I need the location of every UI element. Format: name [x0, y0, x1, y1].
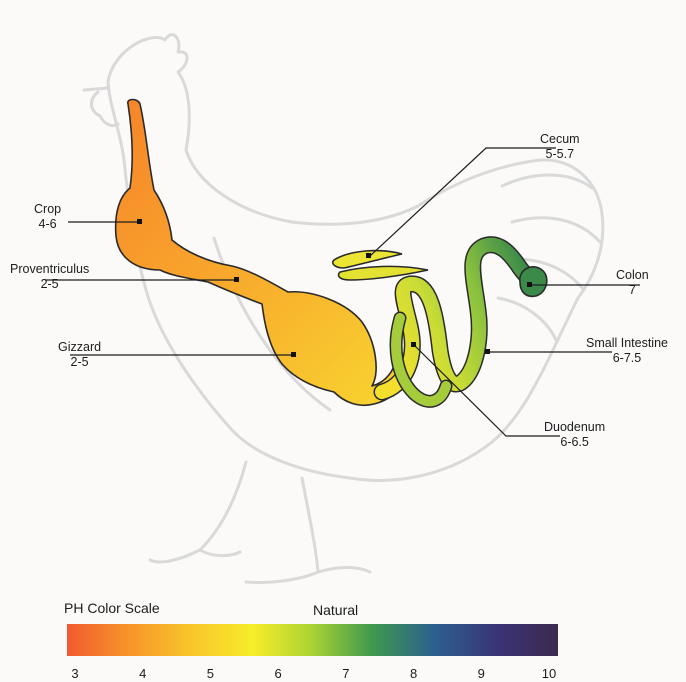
cecum-name: Cecum: [540, 132, 580, 147]
colon-label: Colon 7: [616, 268, 649, 298]
gizzard-ph: 2-5: [58, 355, 101, 370]
proventriculus-name: Proventriculus: [10, 262, 89, 277]
ph-scale-neutral-label: Natural: [313, 602, 358, 618]
cecum-marker: [366, 253, 371, 258]
duodenum-name: Duodenum: [544, 420, 605, 435]
ph-tick-label: 4: [139, 666, 146, 681]
ph-scale-title: PH Color Scale: [64, 600, 160, 616]
small-intestine-name: Small Intestine: [586, 336, 668, 351]
ph-tick-label: 6: [275, 666, 282, 681]
ph-tick-label: 7: [342, 666, 349, 681]
crop-label: Crop 4-6: [34, 202, 61, 232]
colon-name: Colon: [616, 268, 649, 283]
ph-tick-label: 10: [542, 666, 556, 681]
cecum-ph: 5-5.7: [540, 147, 580, 162]
gizzard-name: Gizzard: [58, 340, 101, 355]
small-intestine-marker: [485, 349, 490, 354]
ph-color-scale-bar: [67, 624, 558, 656]
duodenum-ph: 6-6.5: [544, 435, 605, 450]
gizzard-label: Gizzard 2-5: [58, 340, 101, 370]
duodenum-marker: [411, 342, 416, 347]
colon-organ: [520, 267, 547, 297]
crop-name: Crop: [34, 202, 61, 217]
crop-marker: [137, 219, 142, 224]
small-intestine-ph: 6-7.5: [586, 351, 668, 366]
ph-tick-label: 8: [410, 666, 417, 681]
gizzard-marker: [291, 352, 296, 357]
proventriculus-ph: 2-5: [10, 277, 89, 292]
ph-tick-label: 9: [478, 666, 485, 681]
proventriculus-marker: [234, 277, 239, 282]
small-intestine-label: Small Intestine 6-7.5: [586, 336, 668, 366]
proventriculus-label: Proventriculus 2-5: [10, 262, 89, 292]
duodenum-label: Duodenum 6-6.5: [544, 420, 605, 450]
ph-tick-label: 3: [71, 666, 78, 681]
crop-ph: 4-6: [34, 217, 61, 232]
cecum-leader: [370, 148, 556, 256]
ph-tick-label: 5: [207, 666, 214, 681]
cecum-label: Cecum 5-5.7: [540, 132, 580, 162]
colon-ph: 7: [616, 283, 649, 298]
colon-marker: [527, 282, 532, 287]
